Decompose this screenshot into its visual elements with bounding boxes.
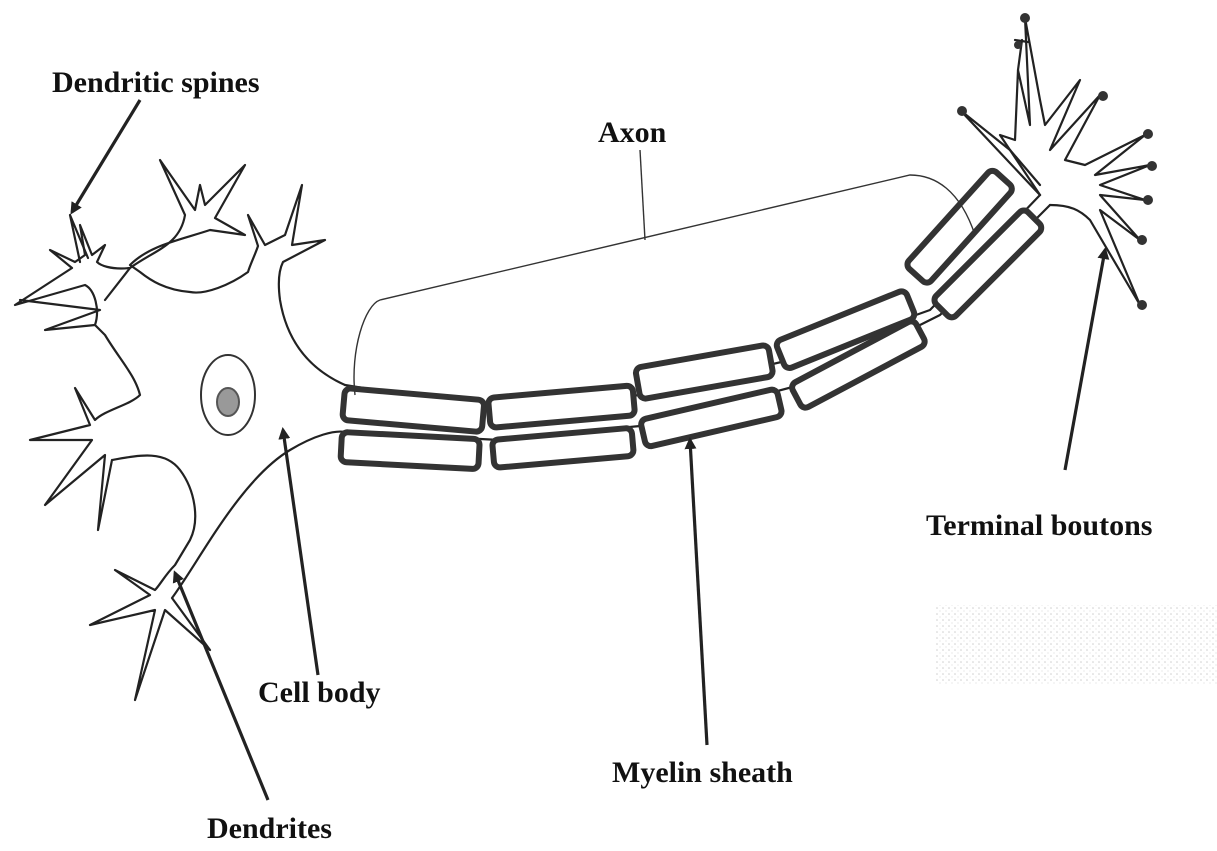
label-terminal-boutons: Terminal boutons — [926, 509, 1152, 542]
arrow-myelin-sheath — [690, 440, 707, 745]
label-myelin-sheath: Myelin sheath — [612, 756, 793, 789]
arrow-dendritic-spines — [72, 100, 140, 212]
myelin-segment — [342, 388, 484, 432]
scan-speckle — [935, 605, 1217, 685]
label-dendritic-spines: Dendritic spines — [52, 66, 260, 99]
nucleus — [201, 355, 255, 435]
label-dendrites: Dendrites — [207, 812, 332, 845]
myelin-segment — [492, 428, 634, 468]
arrow-cell-body — [283, 430, 318, 675]
myelin-segment — [488, 385, 635, 428]
arrow-dendrites — [175, 573, 268, 800]
myelin-segment — [340, 432, 479, 469]
label-axon: Axon — [598, 116, 667, 149]
myelin-sheath-segments — [340, 168, 1043, 469]
arrow-terminal-boutons — [1065, 250, 1105, 470]
cell-body-outline — [15, 160, 345, 700]
label-cell-body: Cell body — [258, 676, 381, 709]
